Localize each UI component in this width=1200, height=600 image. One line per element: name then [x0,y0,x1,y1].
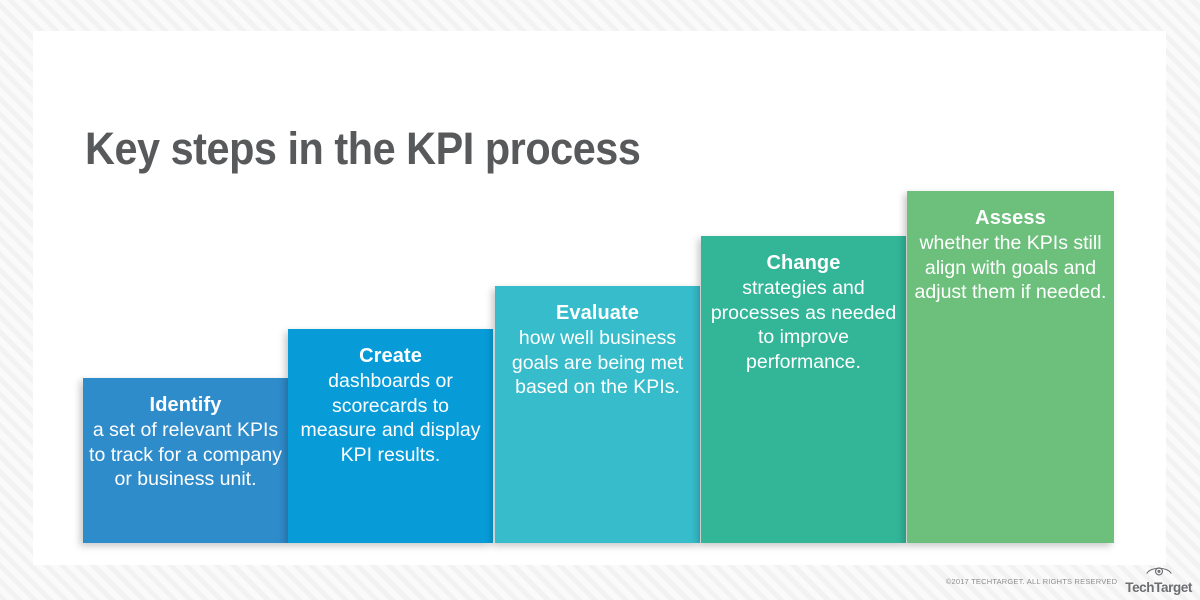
page-title: Key steps in the KPI process [85,123,641,175]
step-bar-assess: Assess whether the KPIs still align with… [907,191,1114,543]
step-heading: Change [766,252,841,274]
techtarget-logo: TechTarget [1125,564,1192,595]
kpi-step-chart: Identify a set of relevant KPIs to track… [33,31,1166,565]
step-bar-create: Create dashboards or scorecards to measu… [288,329,493,543]
copyright-text: ©2017 TECHTARGET. ALL RIGHTS RESERVED [945,577,1118,587]
step-bar-change: Change strategies and processes as neede… [701,236,906,543]
step-heading: Assess [975,207,1046,229]
step-body: dashboards or scorecards to measure and … [300,370,481,466]
step-heading: Create [359,345,422,367]
step-bar-evaluate: Evaluate how well business goals are bei… [495,286,700,543]
step-body: a set of relevant KPIs to track for a co… [89,419,282,490]
step-body: strategies and processes as needed to im… [710,277,897,373]
step-body: how well business goals are being met ba… [511,327,684,398]
step-heading: Evaluate [555,302,640,324]
eye-target-icon [1146,564,1172,580]
content-card: Key steps in the KPI process Identify a … [33,31,1166,565]
step-heading: Identify [149,394,222,416]
step-body: whether the KPIs still align with goals … [914,232,1107,303]
step-bar-identify: Identify a set of relevant KPIs to track… [83,378,288,543]
footer-attribution: ©2017 TECHTARGET. ALL RIGHTS RESERVED Te… [946,564,1192,595]
techtarget-wordmark: TechTarget [1125,579,1192,595]
